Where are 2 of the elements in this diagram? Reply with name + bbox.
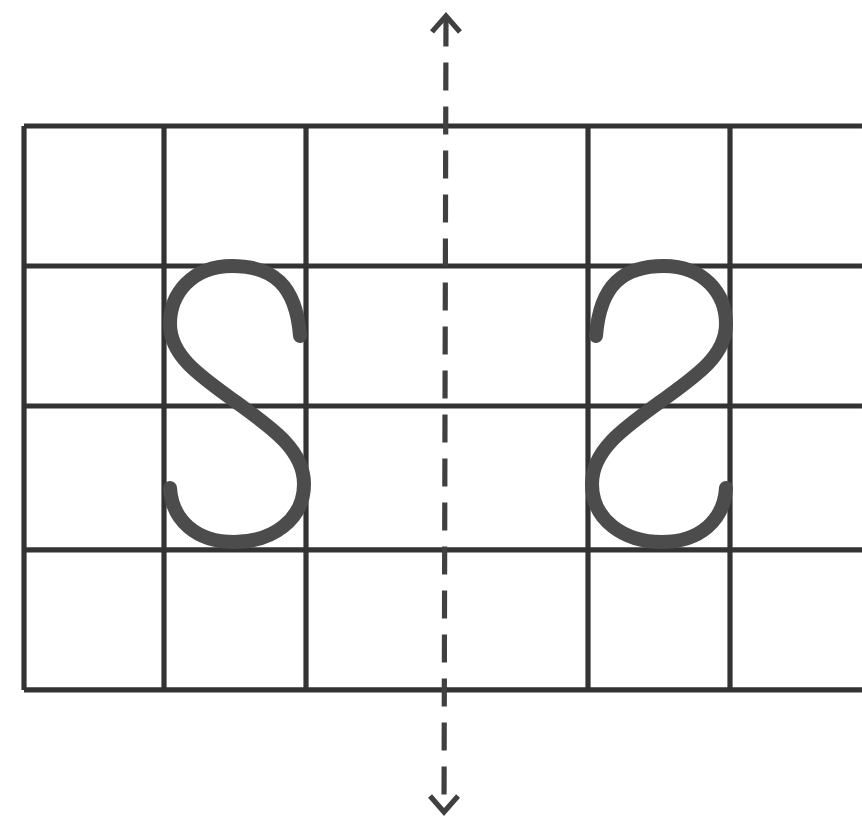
s-letter-drawing [163, 259, 311, 549]
mirrored-s-drawing [585, 259, 733, 549]
